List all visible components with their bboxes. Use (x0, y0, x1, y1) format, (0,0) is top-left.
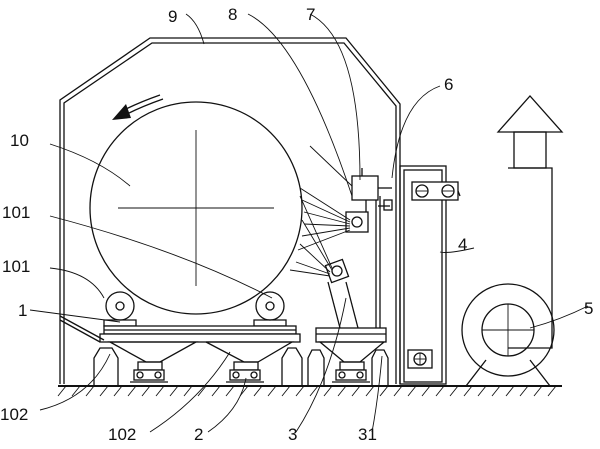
spray-lines (289, 145, 353, 277)
label-102-left: 102 (0, 405, 28, 424)
dust-collector (461, 95, 564, 387)
bucket-elevator (399, 165, 461, 385)
label-8: 8 (228, 5, 237, 24)
label-5: 5 (584, 299, 593, 318)
label-102-bottom: 102 (108, 425, 136, 444)
support-legs (93, 347, 389, 386)
label-10: 10 (10, 131, 29, 150)
label-1: 1 (18, 301, 27, 320)
spray-assembly (324, 168, 393, 284)
support-roller-left (103, 291, 137, 327)
label-31: 31 (358, 425, 377, 444)
base-frame (59, 315, 301, 343)
label-101-top: 101 (2, 203, 30, 222)
hopper-right (205, 341, 295, 371)
ground (57, 385, 562, 397)
drum (89, 101, 303, 315)
label-4: 4 (458, 235, 467, 254)
feeding-frame (315, 196, 387, 383)
part-labels: 9 8 7 6 10 101 101 1 4 5 102 102 2 3 31 (0, 5, 593, 444)
label-2: 2 (194, 425, 203, 444)
leader-lines (29, 13, 589, 433)
label-101-bottom: 101 (2, 257, 30, 276)
conveyor-left (130, 369, 168, 383)
label-3: 3 (288, 425, 297, 444)
conveyor-right (226, 369, 264, 383)
label-7: 7 (306, 5, 315, 24)
rotation-arrow-icon (112, 94, 164, 120)
label-9: 9 (168, 7, 177, 26)
label-6: 6 (444, 75, 453, 94)
hopper-left (107, 341, 199, 371)
support-roller-right (253, 291, 287, 327)
